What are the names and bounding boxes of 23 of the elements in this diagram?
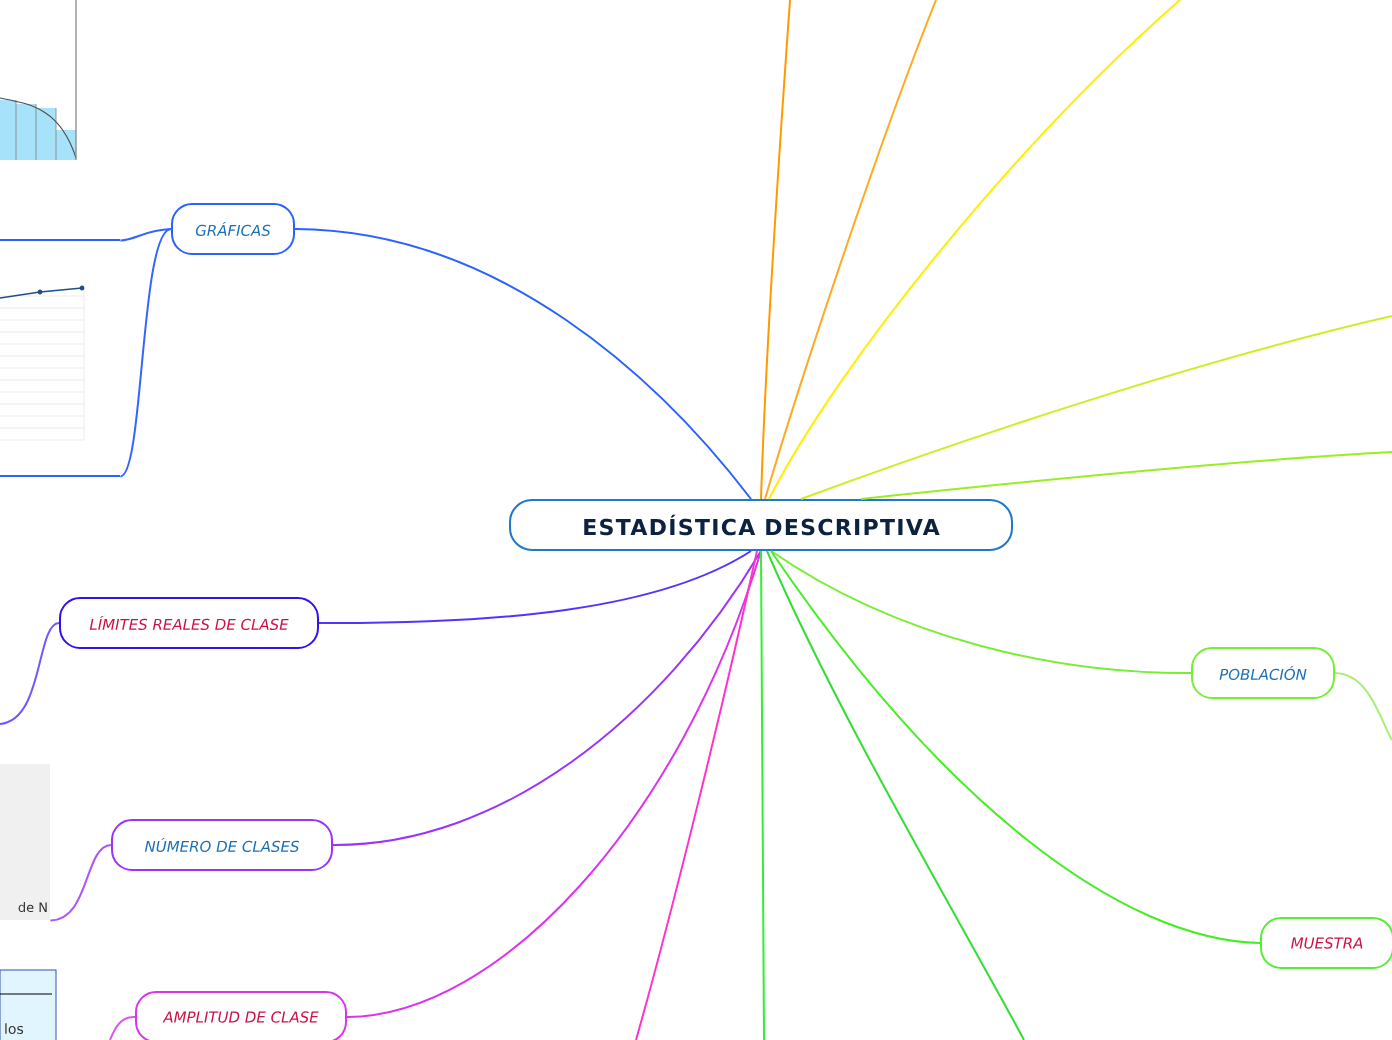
branch-line	[760, 0, 791, 500]
branch-line	[49, 844, 112, 922]
branch-line	[1334, 672, 1392, 741]
branch-line	[760, 550, 765, 1040]
histogram-drawing	[0, 0, 121, 241]
branch-line	[800, 315, 1392, 500]
branch-line	[0, 622, 60, 725]
branch-line	[766, 550, 1025, 1040]
branch-line	[770, 550, 1261, 944]
branch-line	[346, 550, 762, 1018]
branch-line	[109, 1016, 136, 1040]
central-topic-box: ESTADÍSTICA DESCRIPTIVA	[509, 499, 1013, 551]
branch-line	[119, 228, 172, 478]
branch-line	[318, 550, 752, 624]
branch-line	[764, 0, 937, 500]
branch-line	[294, 228, 752, 500]
branch-line	[770, 550, 1192, 674]
branch-line	[768, 0, 1181, 500]
line-chart-drawing	[0, 285, 121, 477]
branch-line	[860, 451, 1392, 500]
branch-line	[119, 228, 172, 242]
branch-line	[635, 550, 758, 1040]
branch-line	[332, 550, 762, 846]
